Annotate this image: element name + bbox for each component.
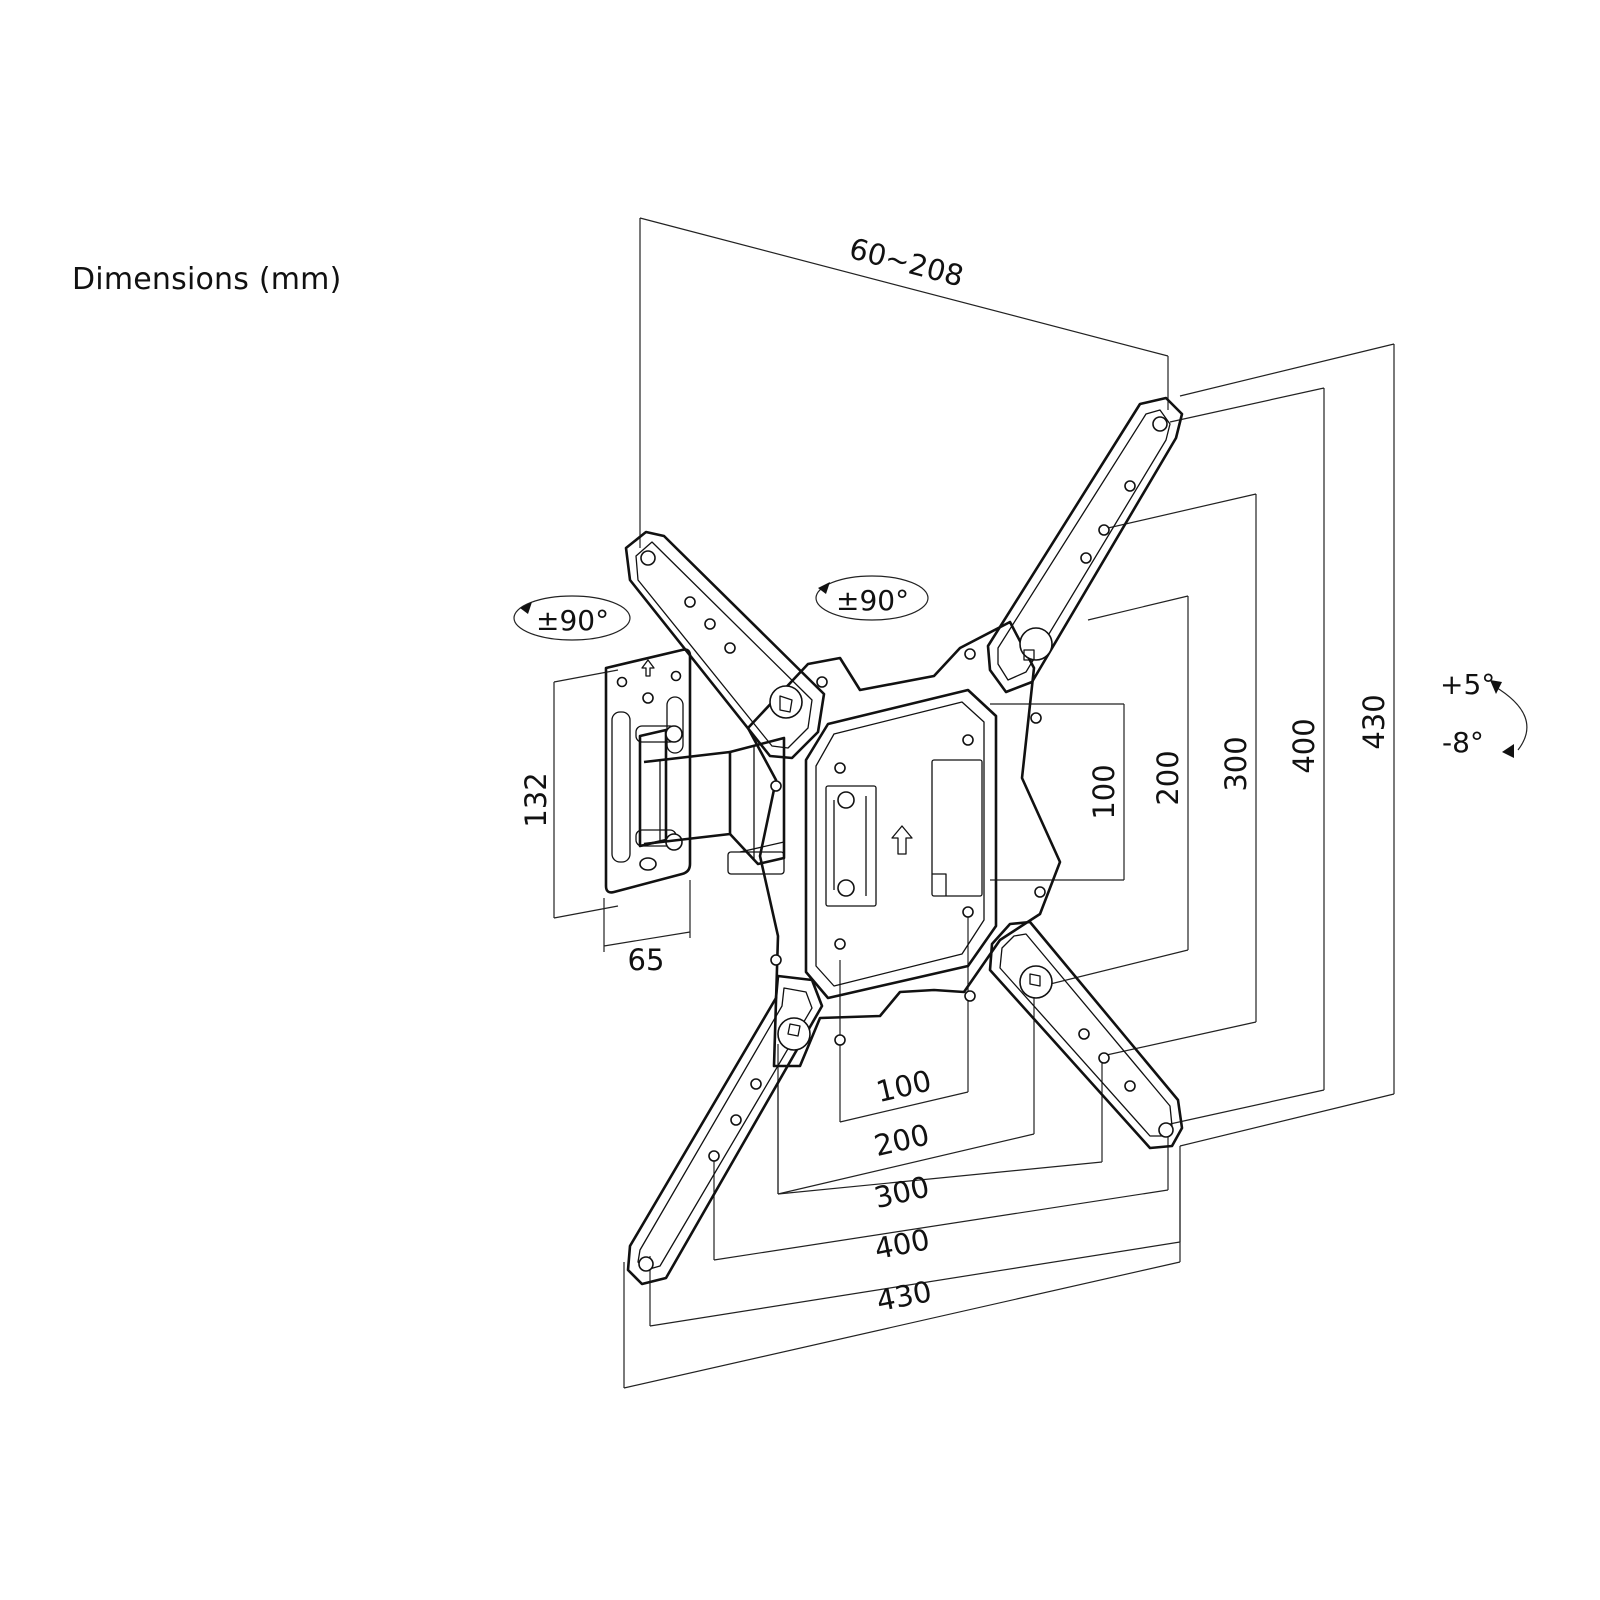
wall-plate-width-label: 65: [628, 943, 665, 977]
arrowhead-icon: [1490, 680, 1502, 694]
page-title: Dimensions (mm): [72, 262, 342, 297]
vesa-h-400-label: 400: [872, 1222, 933, 1266]
swivel-wall-indicator: ±90°: [513, 595, 631, 641]
wall-plate-height-label: 132: [519, 772, 553, 827]
swing-arm: [635, 725, 786, 875]
arm-bottom-right: [988, 920, 1184, 1150]
arrowhead-icon: [818, 582, 830, 594]
wall-plate: [604, 648, 692, 894]
arm-top-left: [624, 530, 826, 760]
overall-width-label: 430: [874, 1274, 935, 1318]
dimension-lines: [553, 217, 1395, 1389]
center-plate: [804, 688, 998, 1000]
arrowhead-icon: [1502, 744, 1514, 758]
tilt-indicator: +5° -8°: [1440, 668, 1528, 759]
overall-height-label: 430: [1357, 694, 1391, 749]
vesa-v-100-label: 100: [1087, 764, 1121, 819]
arm-top-right: [986, 396, 1184, 694]
vesa-h-300-label: 300: [871, 1169, 933, 1215]
vesa-v-200-label: 200: [1151, 750, 1185, 805]
tilt-up-label: +5°: [1440, 668, 1495, 701]
arrowhead-icon: [520, 602, 532, 614]
vesa-h-200-label: 200: [871, 1117, 933, 1163]
vesa-v-400-label: 400: [1287, 718, 1321, 773]
depth-label: 60~208: [846, 231, 967, 293]
bracket-plate: [746, 620, 1062, 1068]
vesa-v-300-label: 300: [1219, 736, 1253, 791]
tilt-down-label: -8°: [1442, 726, 1484, 759]
swivel-arm-indicator: ±90°: [815, 575, 929, 621]
swivel-arm-label: ±90°: [836, 584, 909, 617]
dimension-labels: 60~208 132 65 100 200 300 400 430 100 20…: [519, 231, 1391, 1318]
arm-bottom-left: [626, 974, 824, 1286]
swivel-wall-label: ±90°: [536, 604, 609, 637]
